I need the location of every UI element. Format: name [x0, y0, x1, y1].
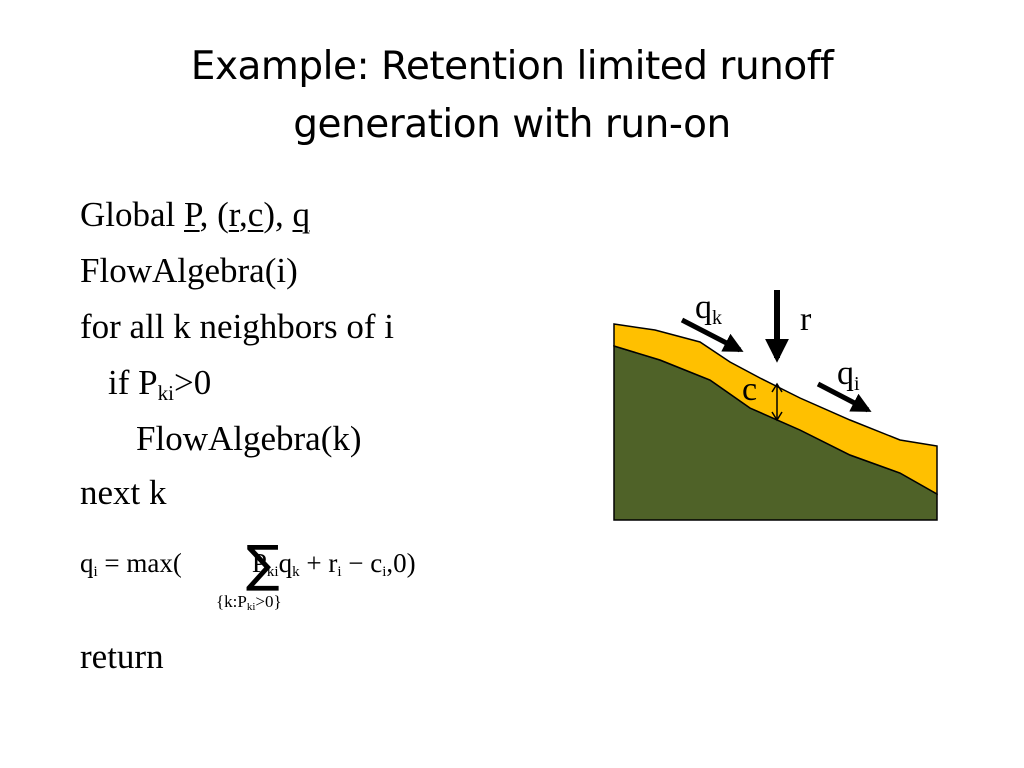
runoff-formula: qi = max(Pkiqk + ri − ci,0) ∑ {k:Pki>0} — [80, 535, 520, 620]
formula-q-sub: i — [93, 564, 98, 580]
formula-q: q — [80, 548, 94, 578]
code-line-for-all: for all k neighbors of i — [80, 307, 394, 346]
global-comma: , — [239, 195, 248, 234]
formula-end: ,0) — [386, 548, 416, 578]
summation-index: {k:Pki>0} — [216, 592, 282, 613]
global-sep-2: ), — [263, 195, 293, 234]
title-line-2: generation with run-on — [293, 102, 731, 147]
global-keyword: Global — [80, 195, 185, 234]
formula-plus-r: + r — [299, 548, 338, 578]
if-prefix: if P — [108, 363, 158, 402]
code-line-flow-k: FlowAlgebra(k) — [136, 419, 362, 458]
c-label: c — [742, 371, 757, 408]
if-suffix: >0 — [173, 363, 212, 402]
qi-label: qi — [837, 355, 860, 395]
sum-index-sub: ki — [246, 601, 256, 613]
global-var-c: c — [247, 195, 264, 234]
code-line-global: Global P, (r,c), q — [80, 194, 310, 236]
global-var-q: q — [292, 195, 310, 234]
title-line-1: Example: Retention limited runoff — [190, 44, 834, 89]
formula-minus-c: − c — [341, 548, 383, 578]
sum-index-prefix: {k:P — [216, 592, 247, 611]
formula-main: qi = max(Pkiqk + ri − ci,0) — [80, 548, 416, 580]
summation-icon: ∑ — [246, 535, 280, 593]
code-line-return: return — [80, 637, 164, 676]
code-line-flow-i: FlowAlgebra(i) — [80, 251, 298, 290]
global-var-P: P — [184, 195, 200, 234]
qi-arrow — [816, 381, 872, 413]
global-sep-1: , ( — [199, 195, 229, 234]
formula-qk: q — [278, 548, 293, 578]
formula-P: P — [251, 548, 267, 578]
if-subscript: ki — [157, 381, 174, 405]
code-line-next: next k — [80, 473, 167, 512]
qk-arrow — [680, 317, 744, 353]
code-line-if: if Pki>0 — [108, 362, 211, 404]
water-retention-layer — [613, 323, 938, 496]
global-var-r: r — [228, 195, 240, 234]
formula-r-sub: i — [337, 564, 342, 580]
r-label: r — [800, 301, 812, 338]
soil-layer — [613, 344, 938, 521]
hillslope-diagram: qk r qi c — [613, 289, 938, 521]
qk-label: qk — [695, 289, 722, 329]
formula-equals-max: = max( — [97, 548, 182, 578]
sum-index-suffix: >0} — [255, 592, 282, 611]
formula-c-sub: i — [382, 564, 387, 580]
formula-P-sub: ki — [266, 564, 279, 580]
slide-title: Example: Retention limited runoff genera… — [0, 38, 1024, 154]
formula-qk-sub: k — [292, 564, 300, 580]
